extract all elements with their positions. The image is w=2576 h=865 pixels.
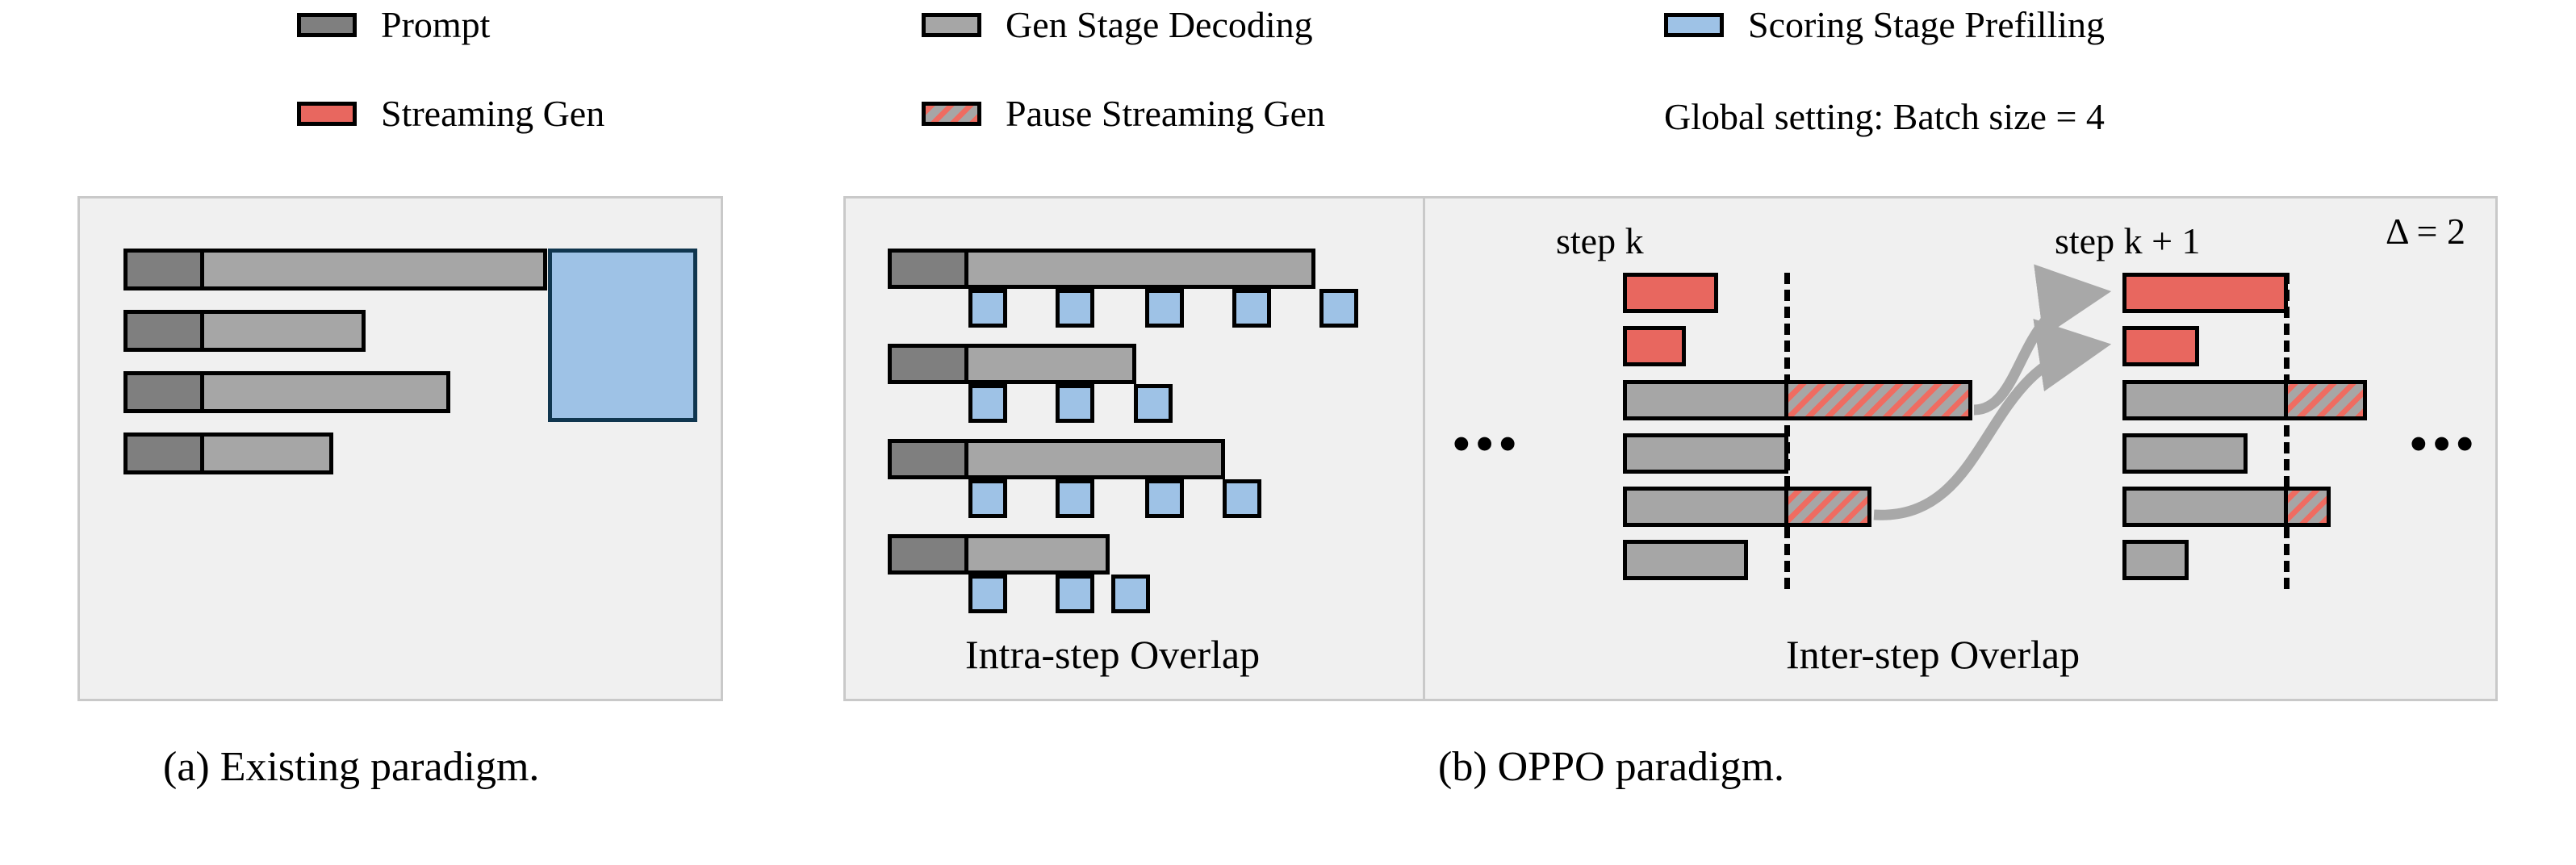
streaming-gen-bar: [2122, 326, 2199, 366]
scoring-tile: [1145, 479, 1184, 518]
prompt-bar: [123, 371, 204, 413]
legend-item-pause-streaming-gen: Pause Streaming Gen: [922, 95, 1325, 132]
gen-stage-bar: [2122, 487, 2288, 527]
ellipsis-left: •••: [1453, 417, 1523, 472]
gen-stage-bar: [2122, 433, 2248, 474]
scoring-tile: [1056, 479, 1094, 518]
prompt-bar: [123, 432, 204, 474]
global-setting-note: Global setting: Batch size = 4: [1664, 96, 2105, 137]
legend-label-prompt: Prompt: [381, 4, 491, 45]
caption-a: (a) Existing paradigm.: [163, 744, 540, 790]
scoring-tile: [1319, 289, 1358, 328]
scoring-tile: [1232, 289, 1271, 328]
gen-stage-bar: [1623, 380, 1788, 420]
arrow-pause-to-streaming-2: [1873, 319, 2112, 520]
pause-streaming-gen-bar: [1784, 487, 1871, 527]
legend-label-streaming-gen: Streaming Gen: [381, 93, 605, 134]
legend-item-scoring-stage-prefilling: Scoring Stage Prefilling: [1664, 6, 2105, 44]
legend-item-streaming-gen: Streaming Gen: [297, 95, 604, 132]
intra-step-overlap-title: Intra-step Overlap: [965, 632, 1261, 677]
gen-stage-bar: [964, 439, 1225, 479]
scoring-tile: [1145, 289, 1184, 328]
gen-stage-bar: [200, 249, 547, 290]
scoring-tile: [1056, 384, 1094, 423]
pause-streaming-gen-bar: [2284, 380, 2367, 420]
existing-paradigm-panel: [77, 196, 723, 701]
scoring-tile: [1056, 575, 1094, 613]
pause-streaming-gen-swatch-icon: [922, 102, 981, 126]
streaming-gen-bar: [1623, 273, 1718, 313]
scoring-tile: [1223, 479, 1261, 518]
streaming-gen-bar: [2122, 273, 2288, 313]
legend-item-prompt: Prompt: [297, 6, 490, 44]
caption-b: (b) OPPO paradigm.: [1438, 744, 1784, 790]
gen-stage-bar: [1623, 433, 1788, 474]
gen-stage-bar: [1623, 487, 1788, 527]
scoring-stage-prefilling-swatch-icon: [1664, 13, 1724, 37]
ellipsis-right: •••: [2410, 417, 2480, 472]
prompt-bar: [123, 249, 204, 290]
prompt-bar: [123, 310, 204, 352]
scoring-tile: [968, 479, 1007, 518]
scoring-tile: [1111, 575, 1150, 613]
delta-label: Δ = 2: [2386, 211, 2465, 252]
prompt-swatch-icon: [297, 13, 357, 37]
panel-divider: [1423, 198, 1425, 699]
step-k-plus-1-label: step k + 1: [2055, 220, 2201, 261]
legend-label-gen-stage-decoding: Gen Stage Decoding: [1006, 4, 1313, 45]
prompt-bar: [888, 534, 968, 575]
prompt-bar: [888, 344, 968, 384]
step-k-plus-1-boundary: [2284, 273, 2290, 589]
oppo-paradigm-panel: Intra-step Overlap ••• ••• step k step k…: [843, 196, 2498, 701]
step-k-label: step k: [1556, 220, 1644, 261]
gen-stage-bar: [964, 344, 1136, 384]
scoring-tile: [1134, 384, 1173, 423]
pause-streaming-gen-bar: [2284, 487, 2331, 527]
pause-streaming-gen-bar: [1784, 380, 1972, 420]
scoring-stage-prefilling-block: [548, 249, 697, 422]
streaming-gen-bar: [1623, 326, 1686, 366]
streaming-gen-swatch-icon: [297, 102, 357, 126]
gen-stage-decoding-swatch-icon: [922, 13, 981, 37]
gen-stage-bar: [200, 310, 366, 352]
prompt-bar: [888, 439, 968, 479]
arrow-pause-to-streaming-1: [1973, 264, 2112, 416]
gen-stage-bar: [2122, 540, 2189, 580]
prompt-bar: [888, 249, 968, 289]
scoring-tile: [968, 289, 1007, 328]
scoring-tile: [1056, 289, 1094, 328]
gen-stage-bar: [2122, 380, 2288, 420]
gen-stage-bar: [200, 432, 333, 474]
gen-stage-bar: [964, 534, 1110, 575]
legend-label-pause-streaming-gen: Pause Streaming Gen: [1006, 93, 1326, 134]
scoring-tile: [968, 384, 1007, 423]
step-k-boundary: [1784, 273, 1790, 589]
legend: Prompt Gen Stage Decoding Scoring Stage …: [0, 0, 2576, 173]
gen-stage-bar: [964, 249, 1315, 289]
gen-stage-bar: [200, 371, 450, 413]
legend-item-gen-stage-decoding: Gen Stage Decoding: [922, 6, 1313, 44]
legend-label-scoring-stage-prefilling: Scoring Stage Prefilling: [1748, 4, 2106, 45]
scoring-tile: [968, 575, 1007, 613]
gen-stage-bar: [1623, 540, 1748, 580]
inter-step-overlap-title: Inter-step Overlap: [1786, 632, 2080, 677]
